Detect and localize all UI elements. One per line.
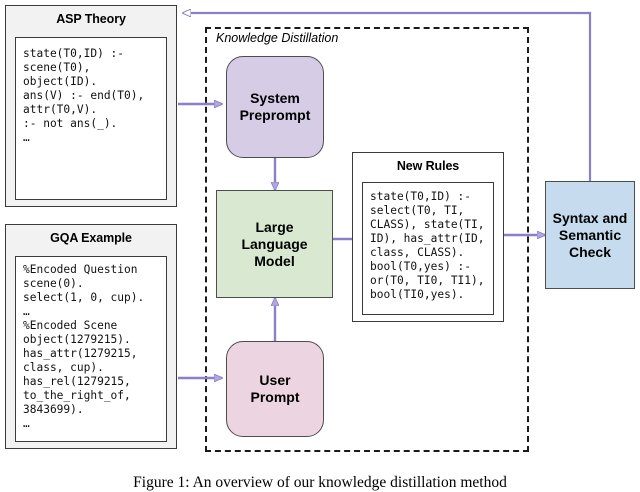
gqa-example-code: %Encoded Question scene(0). select(1, 0,…: [15, 256, 167, 442]
node-syntax-semantic-check-label: Syntax and Semantic Check: [552, 209, 628, 260]
node-large-language-model[interactable]: Large Language Model: [216, 190, 333, 298]
new-rules-code: state(T0,ID) :- select(T0, TI, CLASS), s…: [362, 182, 494, 315]
gqa-example-title: GQA Example: [50, 231, 132, 245]
node-system-preprompt[interactable]: System Preprompt: [226, 56, 324, 158]
node-syntax-semantic-check[interactable]: Syntax and Semantic Check: [545, 181, 635, 289]
new-rules-title: New Rules: [396, 159, 460, 173]
knowledge-distillation-label: Knowledge Distillation: [216, 31, 339, 45]
asp-theory-panel: ASP Theory state(T0,ID) :- scene(T0), ob…: [5, 5, 177, 207]
node-user-prompt-label: User Prompt: [250, 372, 300, 405]
new-rules-panel: New Rules state(T0,ID) :- select(T0, TI,…: [352, 152, 504, 322]
asp-theory-code: state(T0,ID) :- scene(T0), object(ID). a…: [15, 37, 167, 200]
node-large-language-model-label: Large Language Model: [241, 218, 308, 269]
gqa-example-panel: GQA Example %Encoded Question scene(0). …: [5, 224, 177, 449]
node-system-preprompt-label: System Preprompt: [239, 90, 311, 123]
node-user-prompt[interactable]: User Prompt: [226, 341, 324, 437]
figure-caption: Figure 1: An overview of our knowledge d…: [133, 474, 507, 491]
asp-theory-title: ASP Theory: [56, 12, 126, 26]
